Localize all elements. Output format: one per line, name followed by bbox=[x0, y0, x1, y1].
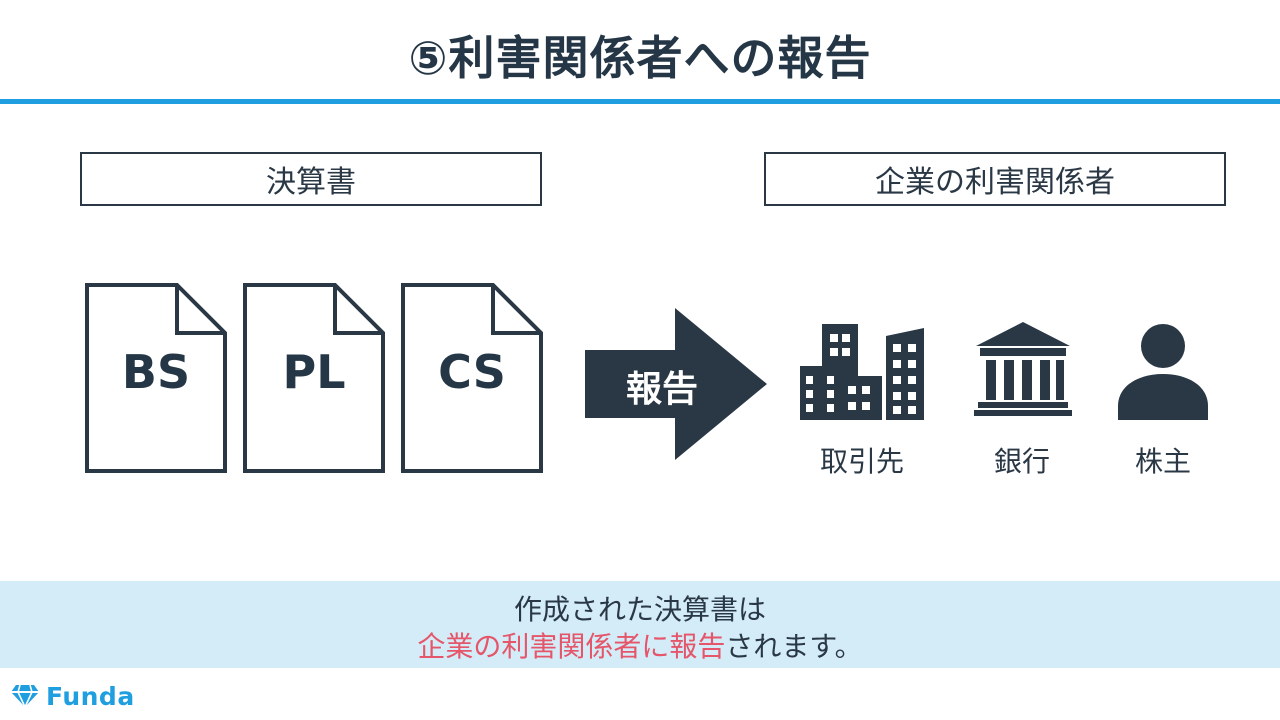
buildings-icon bbox=[800, 324, 924, 420]
financial-statements-label: 決算書 bbox=[266, 165, 356, 200]
document-icon bbox=[401, 283, 543, 473]
funda-logo: Funda bbox=[10, 681, 135, 711]
caption-highlight: 企業の利害関係者に報告 bbox=[417, 630, 726, 663]
caption-line-2: 企業の利害関係者に報告されます。 bbox=[0, 625, 1280, 665]
page-title: ⑤利害関係者への報告 bbox=[408, 31, 872, 85]
document-bs: BS bbox=[85, 283, 227, 473]
report-arrow-label: 報告 bbox=[625, 369, 698, 410]
stakeholders-box: 企業の利害関係者 bbox=[764, 152, 1226, 206]
document-bs-label: BS bbox=[121, 345, 191, 399]
title-underline bbox=[0, 99, 1280, 104]
person-icon bbox=[1118, 324, 1208, 420]
caption-band bbox=[0, 581, 1280, 668]
document-icon bbox=[85, 283, 227, 473]
caption-rest: されます。 bbox=[725, 630, 863, 663]
document-pl-label: PL bbox=[282, 345, 346, 399]
document-icon bbox=[243, 283, 385, 473]
document-pl: PL bbox=[243, 283, 385, 473]
diamond-logo-icon bbox=[11, 684, 39, 708]
stakeholders-label: 企業の利害関係者 bbox=[875, 165, 1115, 200]
shareholder-label: 株主 bbox=[1134, 445, 1191, 478]
document-cs: CS bbox=[401, 283, 543, 473]
report-arrow-icon bbox=[585, 308, 767, 460]
caption-line-1: 作成された決算書は bbox=[513, 593, 766, 626]
bank-icon bbox=[974, 322, 1072, 416]
document-cs-label: CS bbox=[438, 345, 506, 399]
bank-label: 銀行 bbox=[993, 445, 1050, 478]
logo-text: Funda bbox=[46, 681, 135, 711]
business-partner-label: 取引先 bbox=[819, 445, 904, 478]
financial-statements-box: 決算書 bbox=[80, 152, 542, 206]
